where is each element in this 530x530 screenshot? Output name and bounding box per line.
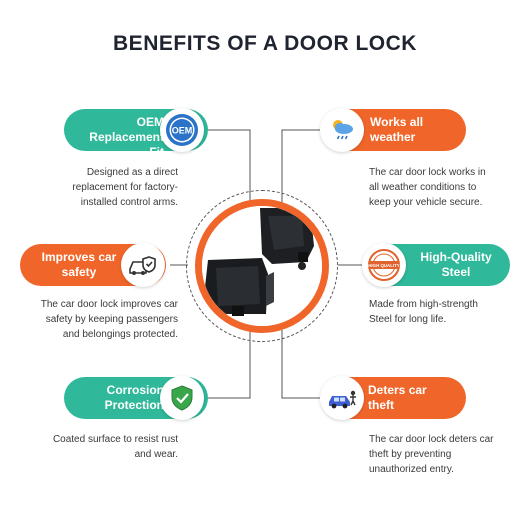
benefit-safety-desc: The car door lock improves car safety by…: [40, 299, 178, 340]
shield-check-icon: [160, 376, 204, 420]
benefit-safety-label: Improves car safety: [41, 250, 117, 279]
connector-top-left: [205, 129, 251, 205]
car-thief-icon: [320, 376, 364, 420]
connector-top-right: [281, 129, 324, 205]
benefit-steel-label: High-Quality Steel: [420, 250, 492, 279]
benefit-corrosion-label: Corrosion Protection: [104, 383, 164, 412]
benefit-weather-label: Works all weather: [370, 115, 424, 144]
benefit-oem-desc: Designed as a direct replacement for fac…: [72, 167, 178, 208]
weather-icon: [320, 108, 364, 152]
benefit-theft-desc: The car door lock deters car theft by pr…: [369, 434, 494, 475]
car-shield-icon: [121, 243, 165, 287]
benefit-corrosion-desc: Coated surface to resist rust and wear.: [52, 434, 178, 460]
connector-bottom-right: [281, 330, 324, 399]
svg-text:OEM: OEM: [172, 126, 193, 136]
benefit-steel-desc: Made from high-strength Steel for long l…: [369, 299, 478, 325]
page-title: BENEFITS OF A DOOR LOCK: [113, 32, 417, 55]
benefit-weather-desc: The car door lock works in all weather c…: [369, 167, 486, 208]
benefit-oem-label: OEM Replacement Fit: [89, 115, 164, 159]
center-dashed-ring: [186, 190, 338, 342]
svg-text:HIGH QUALITY: HIGH QUALITY: [368, 263, 400, 268]
door-lock-image: [195, 199, 329, 333]
quality-stamp-icon: HIGH QUALITY: [362, 243, 406, 287]
benefit-theft-label: Deters car theft: [368, 383, 427, 412]
oem-badge-icon: OEM: [160, 108, 204, 152]
door-lock-graphic: [202, 206, 322, 326]
connector-bottom-left: [205, 330, 251, 399]
